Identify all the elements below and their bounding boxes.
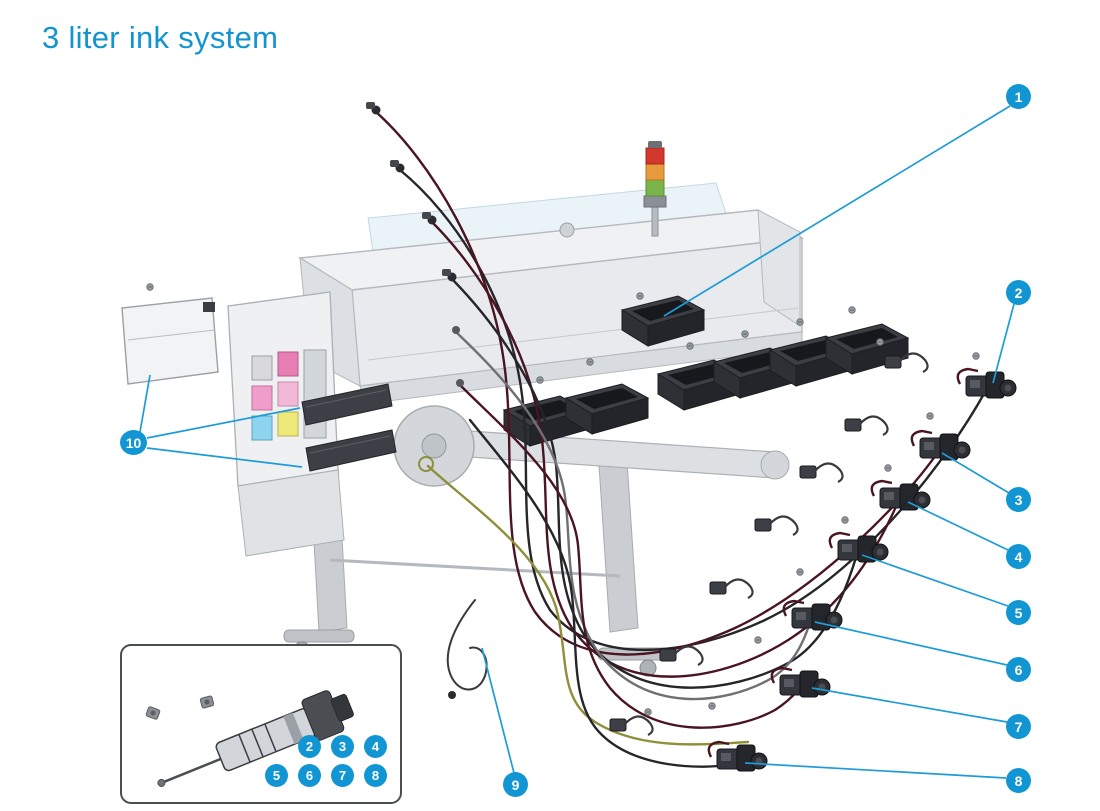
callout-5: 5 <box>1006 600 1031 625</box>
callout-1: 1 <box>1006 84 1031 109</box>
callout-7-label: 7 <box>1014 718 1023 735</box>
leader-line-8 <box>744 762 1007 779</box>
callout-3: 3 <box>1006 487 1031 512</box>
left-cover-panel <box>121 297 219 385</box>
callout-8-label: 8 <box>1014 772 1023 789</box>
inset-callout-2-label: 2 <box>305 739 314 754</box>
tube-bundle-loop <box>446 599 488 691</box>
inset-callout-6: 6 <box>298 764 321 787</box>
nut-fastener <box>145 706 161 720</box>
callout-1-label: 1 <box>1014 88 1023 105</box>
callout-8: 8 <box>1006 768 1031 793</box>
callout-5-label: 5 <box>1014 604 1023 621</box>
callout-7: 7 <box>1006 714 1031 739</box>
callout-6-label: 6 <box>1014 661 1023 678</box>
leader-line-3 <box>941 452 1010 494</box>
page-title: 3 liter ink system <box>42 20 279 55</box>
leader-line-7 <box>811 687 1008 723</box>
inset-callout-8: 8 <box>364 764 387 787</box>
leader-line-10c <box>146 447 303 468</box>
callout-10: 10 <box>120 430 147 455</box>
inset-box <box>120 644 402 804</box>
inset-callout-7: 7 <box>331 764 354 787</box>
callout-9: 9 <box>503 772 528 797</box>
beacon-light <box>643 141 667 237</box>
callout-4: 4 <box>1006 544 1031 569</box>
inset-callout-3: 3 <box>331 735 354 758</box>
leader-line-5 <box>861 554 1009 607</box>
tube-end-clips <box>366 102 464 699</box>
inset-callout-2: 2 <box>298 735 321 758</box>
leader-line-10a <box>139 374 151 433</box>
ink-door-panels <box>301 383 397 472</box>
callout-9-label: 9 <box>511 776 520 793</box>
callout-leader-lines <box>139 105 1015 779</box>
callout-2-label: 2 <box>1014 284 1023 301</box>
leader-line-2 <box>992 303 1015 384</box>
cartridge-connectors <box>608 352 1018 773</box>
hp-logo-dot <box>559 222 575 238</box>
leader-line-6 <box>814 621 1008 666</box>
ink-tubes <box>366 102 987 768</box>
leader-line-10b <box>146 407 301 439</box>
inset-callout-8-label: 8 <box>371 768 380 783</box>
inset-callout-5-label: 5 <box>272 768 281 783</box>
inset-callout-4: 4 <box>364 735 387 758</box>
ink-cartridges <box>251 349 327 441</box>
inset-callout-5: 5 <box>265 764 288 787</box>
printer-stand <box>283 445 671 677</box>
inset-callout-7-label: 7 <box>338 768 347 783</box>
ink-cartridge-station <box>227 291 345 557</box>
nut-fastener <box>199 695 215 709</box>
leader-line-9 <box>481 647 515 774</box>
inset-callout-4-label: 4 <box>371 739 380 754</box>
callout-3-label: 3 <box>1014 491 1023 508</box>
inset-callout-6-label: 6 <box>305 768 314 783</box>
callout-2: 2 <box>1006 280 1031 305</box>
leader-line-1 <box>663 105 1011 317</box>
callout-4-label: 4 <box>1014 548 1023 565</box>
inset-callout-3-label: 3 <box>338 739 347 754</box>
leader-line-4 <box>907 501 1009 551</box>
callout-10-label: 10 <box>125 434 142 451</box>
syringe-tool <box>157 690 354 787</box>
callout-6: 6 <box>1006 657 1031 682</box>
